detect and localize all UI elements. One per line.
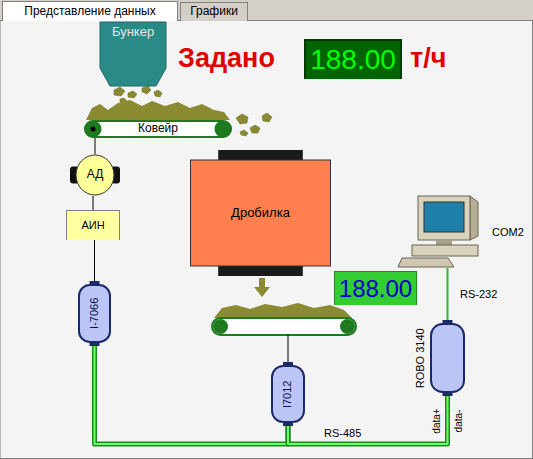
motor-body	[76, 155, 114, 195]
conveyor-text: Ковейр	[138, 122, 178, 136]
crusher-bar	[218, 150, 303, 161]
axle	[91, 127, 96, 132]
panel	[0, 21, 533, 459]
connector	[95, 138, 96, 154]
connector	[93, 196, 94, 210]
measured-display-text: 188.00	[339, 275, 412, 303]
signal-name: data-	[453, 410, 465, 433]
unit-label: т/ч	[410, 43, 446, 74]
setpoint-display-text: 188.00	[310, 44, 396, 76]
pulley	[215, 121, 232, 138]
belt	[85, 121, 231, 137]
pulley	[340, 319, 355, 334]
wire	[93, 196, 94, 210]
bunker: Бункер	[100, 22, 166, 86]
pulley	[85, 121, 102, 138]
io-module: I7012	[271, 362, 305, 426]
computer-text: COM2	[492, 226, 524, 239]
tab-active-text: Представление данных	[24, 5, 155, 19]
io-module-text: I7012	[282, 380, 295, 408]
line-label: RS-485	[322, 427, 363, 440]
crusher-bar	[218, 265, 303, 276]
sensor-wire	[288, 335, 289, 362]
bus-line	[288, 396, 448, 444]
computer: COM2	[398, 196, 488, 268]
flow-arrow	[259, 278, 265, 288]
computer-outline	[398, 196, 488, 268]
motor: АД	[70, 154, 120, 196]
bunker-shape	[100, 22, 166, 86]
inverter-box-text: АИН	[81, 219, 104, 232]
module-body	[272, 366, 304, 422]
measured-display: 188.00	[334, 271, 417, 305]
tab-active: Представление данных	[2, 1, 178, 21]
connector	[447, 268, 448, 320]
setpoint-caption: Задано	[178, 43, 275, 74]
tab-strip	[0, 0, 533, 21]
setpoint-display: 188.00	[304, 39, 402, 79]
bunker-text: Бункер	[112, 25, 154, 40]
wire	[95, 138, 96, 154]
serial-line	[447, 268, 449, 320]
bus-line	[95, 346, 289, 444]
bus-outline	[95, 346, 289, 444]
material-pile	[214, 303, 352, 318]
crusher-body	[191, 160, 331, 266]
module-body	[79, 285, 110, 342]
connector	[95, 346, 289, 444]
tab-text: Графики	[190, 5, 238, 19]
converter-module: ROBO 3140	[430, 320, 465, 396]
motor-text: АД	[87, 168, 104, 182]
computer-icon	[398, 196, 478, 267]
connector	[94, 240, 95, 281]
material-pile	[86, 100, 230, 120]
io-module: I-7066	[78, 281, 111, 346]
tab: Графики	[180, 2, 248, 22]
signal-name: data+	[431, 408, 443, 433]
inverter-box: АИН	[66, 210, 120, 240]
module-body	[431, 324, 464, 392]
wire	[94, 240, 95, 281]
flow-arrow-head	[254, 287, 270, 297]
io-module-text: I-7066	[88, 298, 101, 329]
converter-module-text: ROBO 3140	[413, 328, 426, 388]
converter-module-outline	[430, 320, 465, 396]
lower-conveyor	[212, 318, 356, 335]
conveyor: Ковейр	[84, 120, 232, 138]
connector	[288, 396, 448, 444]
pulley	[213, 319, 228, 334]
crusher-text: Дробилка	[231, 206, 290, 221]
line-label: RS-232	[458, 288, 499, 301]
bus-outline	[288, 396, 448, 444]
crusher: Дробилка	[190, 150, 331, 276]
